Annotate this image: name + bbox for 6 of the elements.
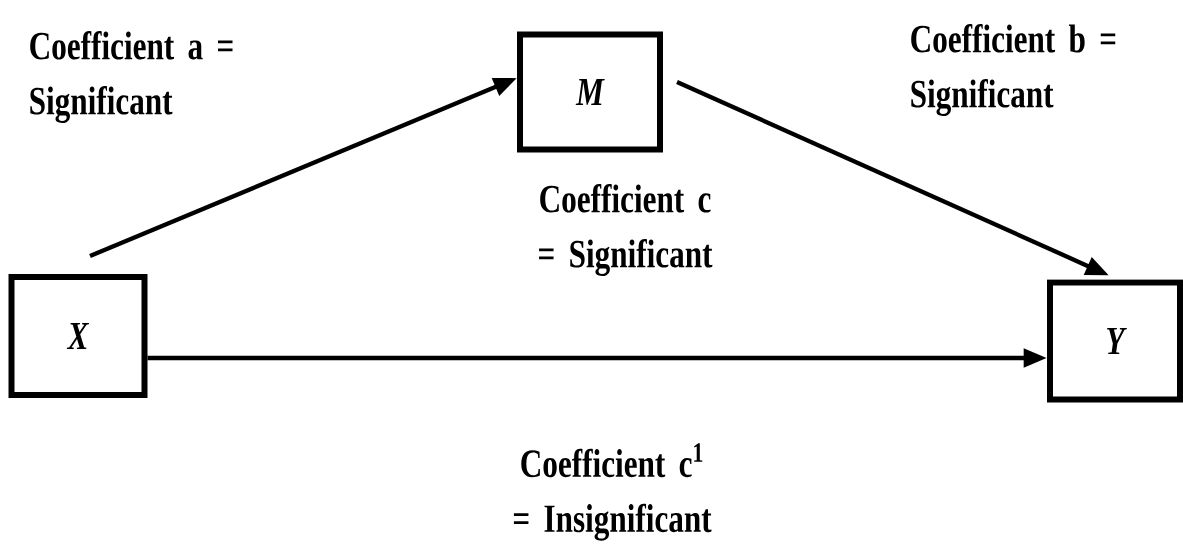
- variable-box: M: [517, 31, 663, 153]
- coefficient-label: Coefficient c$^{1}$ = Insignificant: [513, 443, 712, 541]
- variable-box: X: [8, 274, 148, 398]
- variable-box: Y: [1047, 279, 1183, 403]
- coefficient-label: Coefficient b = Significant: [911, 24, 1116, 116]
- coefficient-label: Coefficient a = Significant: [30, 31, 233, 123]
